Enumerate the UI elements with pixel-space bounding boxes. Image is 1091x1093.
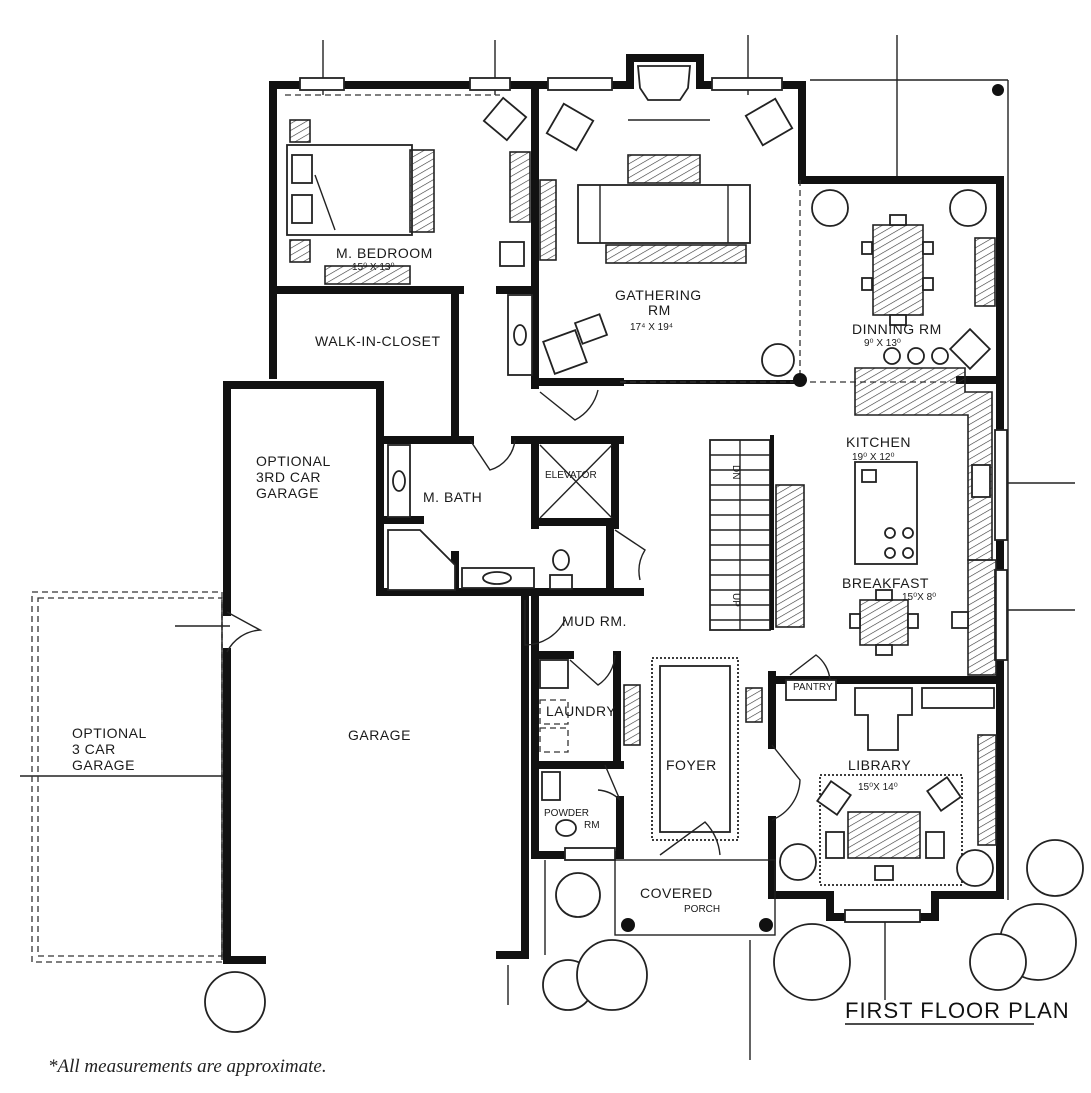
sink-icon (513, 324, 527, 346)
plant-icon (949, 189, 987, 227)
garage-label: GARAGE (348, 727, 411, 743)
dining-table-icon (861, 214, 934, 326)
powder-fixtures (541, 771, 577, 837)
laundry-label: LAUNDRY (546, 703, 616, 719)
chair-icon (482, 96, 528, 142)
pantry-shelf (785, 679, 837, 701)
stairs-icon (709, 435, 805, 631)
bath-fixtures (387, 444, 573, 591)
mud-room-label: MUD RM. (562, 613, 627, 629)
bar-stools (883, 347, 949, 365)
master-bedroom-dims: 15⁰ X 13⁰ (352, 262, 395, 273)
optional-3rd-car-label-1: OPTIONAL (256, 453, 331, 469)
optional-3rd-car-label-2: 3RD CAR (256, 469, 321, 485)
library-dims: 15⁰X 14⁰ (858, 782, 898, 793)
optional-3-car-label-3: GARAGE (72, 757, 135, 773)
trash-icon (951, 611, 969, 629)
room-labels: M. BEDROOM 15⁰ X 13⁰ WALK-IN-CLOSET GATH… (72, 245, 942, 915)
foyer-label: FOYER (666, 757, 717, 773)
powder-room-label: POWDER (544, 808, 589, 819)
optional-3-car-garage-outline (31, 591, 223, 963)
construction-lines (20, 35, 1075, 1060)
bookcase-icon (977, 734, 997, 846)
measurements-note: *All measurements are approximate. (48, 1056, 327, 1077)
plant-icon (811, 189, 849, 227)
armchair-icon (542, 329, 588, 375)
dining-room-dims: 9⁰ X 13⁰ (864, 338, 901, 349)
elevator-icon (539, 444, 613, 519)
stairs-dn-label: DN (730, 465, 741, 479)
post-icon (992, 84, 1004, 96)
kitchen-island-icon (854, 461, 918, 565)
plan-title: FIRST FLOOR PLAN (845, 998, 1070, 1023)
master-bedroom-label: M. BEDROOM (336, 245, 433, 261)
bookcase-icon (921, 687, 995, 709)
sofa-icon (577, 184, 751, 264)
landscape-trees (204, 839, 1084, 1033)
dining-room-label: DINNING RM (852, 321, 942, 337)
optional-3-car-label-1: OPTIONAL (72, 725, 147, 741)
stairs-up-label: UP (730, 593, 741, 607)
optional-3rd-car-label-3: GARAGE (256, 485, 319, 501)
ottoman-icon (573, 313, 609, 345)
chair-icon (499, 241, 525, 267)
console-icon (539, 179, 557, 261)
library-label: LIBRARY (848, 757, 911, 773)
nightstand-icon (289, 119, 311, 143)
covered-porch-label: COVERED (640, 885, 713, 901)
walk-in-closet-label: WALK-IN-CLOSET (315, 333, 441, 349)
kitchen-dims: 19⁰ X 12⁰ (852, 452, 895, 463)
laundry-fixtures (539, 659, 641, 753)
armchair-icon (744, 97, 794, 147)
nightstand-icon (289, 239, 311, 263)
plant-icon (956, 849, 994, 887)
plant-icon (761, 343, 795, 377)
armchair-icon (545, 102, 595, 152)
chair-icon (948, 327, 992, 371)
fireplace-icon (628, 65, 710, 121)
bench-icon (745, 687, 763, 723)
kitchen-label: KITCHEN (846, 434, 911, 450)
interior-walls (276, 86, 1004, 864)
library-rug (816, 774, 963, 886)
covered-porch-label-2: PORCH (684, 904, 720, 915)
powder-room-label-2: RM (584, 820, 600, 831)
column-icon (793, 373, 807, 387)
kitchen-counter (854, 367, 997, 676)
dresser-icon (509, 151, 531, 223)
porch-outline (544, 859, 776, 955)
foyer-rug (651, 657, 739, 841)
gathering-room-label: GATHERING (615, 287, 702, 303)
library-fireplace-icon (854, 687, 913, 751)
breakfast-label: BREAKFAST (842, 575, 929, 591)
coffee-table-icon (627, 154, 701, 184)
gathering-room-label-2: RM (648, 302, 671, 318)
dresser-icon (324, 265, 411, 285)
doors (226, 389, 831, 856)
pantry-label: PANTRY (793, 682, 833, 693)
bed-icon (286, 144, 435, 236)
sink-icon (971, 464, 991, 498)
buffet-icon (974, 237, 996, 307)
master-bath-label: M. BATH (423, 489, 482, 505)
breakfast-table-icon (849, 589, 919, 656)
plant-icon (779, 843, 817, 881)
breakfast-dims: 15⁰X 8⁰ (902, 592, 936, 603)
elevator-label: ELEVATOR (545, 470, 597, 481)
gathering-room-dims: 17⁴ X 19⁴ (630, 322, 673, 333)
optional-3-car-label-2: 3 CAR (72, 741, 116, 757)
windows (299, 77, 1008, 923)
